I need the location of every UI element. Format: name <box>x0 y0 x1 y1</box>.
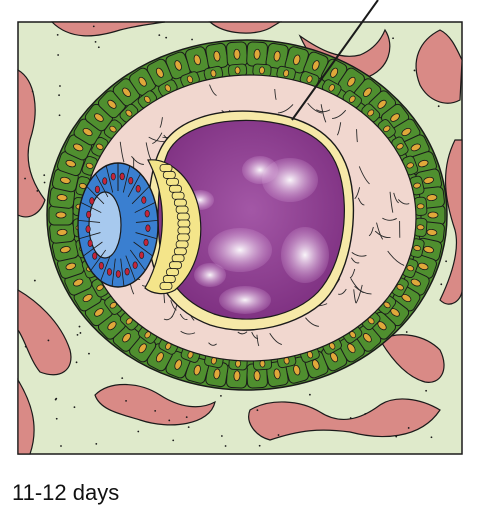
pointer-line <box>291 0 379 121</box>
cavity-highlights <box>186 156 329 314</box>
hypoblast <box>144 159 202 295</box>
epiblast-cells <box>78 163 158 287</box>
trophoblast-cells <box>48 41 446 389</box>
hypoblast-cells <box>159 164 191 290</box>
embryo-diagram <box>17 0 463 455</box>
stroma-speckles <box>24 25 448 447</box>
caption: 11-12 days <box>12 480 120 505</box>
